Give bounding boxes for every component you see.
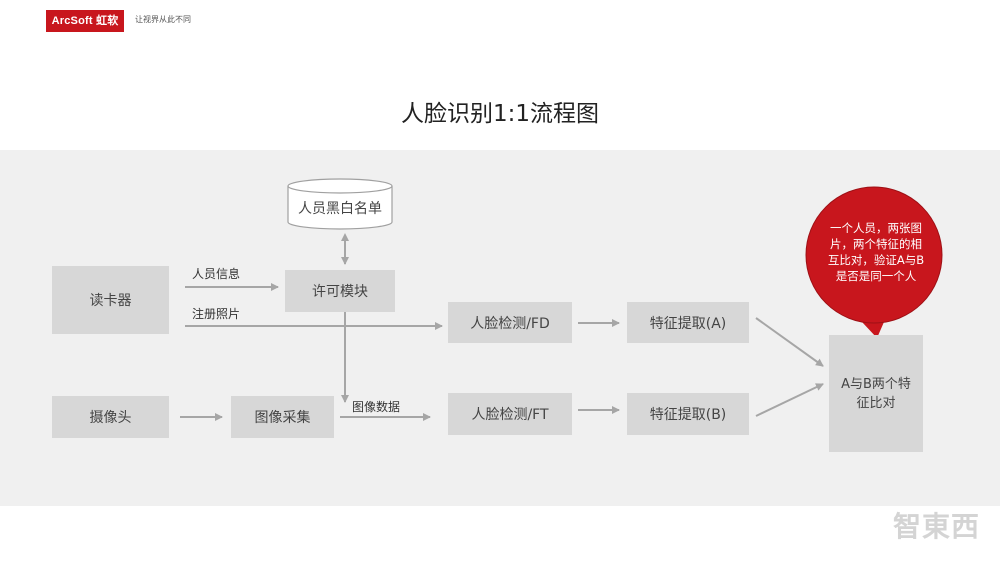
- camera-node: 摄像头: [52, 396, 169, 438]
- face-detect-ft-node: 人脸检测/FT: [448, 393, 572, 435]
- card-reader-node: 读卡器: [52, 266, 169, 334]
- feature-compare-label: A与B两个特征比对: [841, 376, 911, 411]
- blacklist-db-label: 人员黑白名单: [298, 201, 382, 217]
- feature-compare-node: A与B两个特征比对: [829, 335, 923, 452]
- image-data-label: 图像数据: [352, 400, 401, 414]
- callout-bubble: [805, 186, 943, 338]
- feature-extract-b-node: 特征提取(B): [627, 393, 749, 435]
- blacklist-database-cylinder: [287, 178, 393, 230]
- image-capture-node: 图像采集: [231, 396, 334, 438]
- page-title: 人脸识别1:1流程图: [400, 101, 599, 127]
- tagline: 让视界从此不同: [135, 15, 191, 24]
- featureB-to-compare-arrow: [755, 383, 824, 417]
- feature-extract-a-node: 特征提取(A): [627, 302, 749, 343]
- face-detect-fd-node: 人脸检测/FD: [448, 302, 572, 343]
- featureA-to-compare-arrow: [755, 317, 824, 367]
- callout-text: 一个人员，两张图片，两个特征的相互比对，验证A与B是否是同一个人: [827, 221, 925, 283]
- arcsoft-logo: ArcSoft 虹软: [46, 10, 124, 32]
- watermark: 智東西: [892, 510, 980, 543]
- permission-module-node: 许可模块: [285, 270, 395, 312]
- person-info-label: 人员信息: [192, 267, 241, 281]
- register-photo-label: 注册照片: [192, 307, 241, 321]
